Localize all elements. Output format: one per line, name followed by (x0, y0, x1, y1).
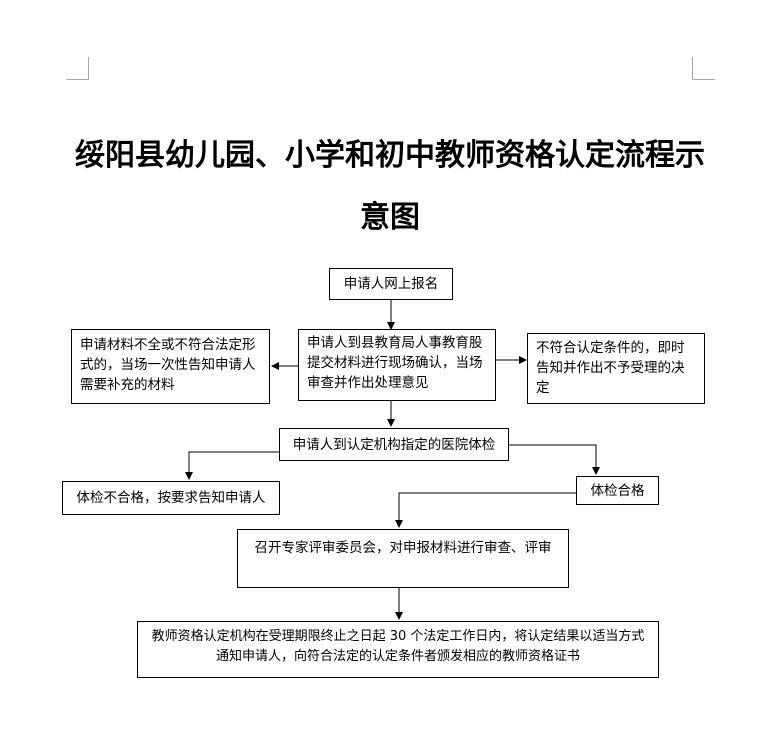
step-incomplete-materials: 申请材料不全或不符合法定形式的，当场一次性告知申请人需要补充的材料 (71, 329, 270, 404)
page-title-line-1: 绥阳县幼儿园、小学和初中教师资格认定流程示 (75, 138, 705, 173)
page-corner-mark-top-left (66, 57, 89, 80)
step-issue-certificate: 教师资格认定机构在受理期限终止之日起 30 个法定工作日内，将认定结果以适当方式… (137, 621, 659, 678)
step-submit-materials: 申请人到县教育局人事教育股提交材料进行现场确认，当场审查并作出处理意见 (298, 329, 496, 401)
page-corner-mark-top-right (692, 57, 715, 80)
step-medical-fail: 体检不合格，按要求告知申请人 (62, 481, 280, 515)
arrow-medical-to-fail (185, 451, 279, 480)
step-medical-exam: 申请人到认定机构指定的医院体检 (279, 428, 509, 461)
arrow-medical-to-pass (509, 444, 600, 475)
step-not-qualified: 不符合认定条件的，即时告知并作出不予受理的决定 (527, 333, 705, 404)
step-apply-online: 申请人网上报名 (329, 268, 453, 300)
step-expert-review: 召开专家评审委员会，对申报材料进行审查、评审 (237, 529, 569, 588)
arrow-pass-to-review (395, 492, 576, 528)
page-title-line-2: 意图 (360, 200, 420, 235)
step-medical-pass: 体检合格 (576, 476, 659, 505)
